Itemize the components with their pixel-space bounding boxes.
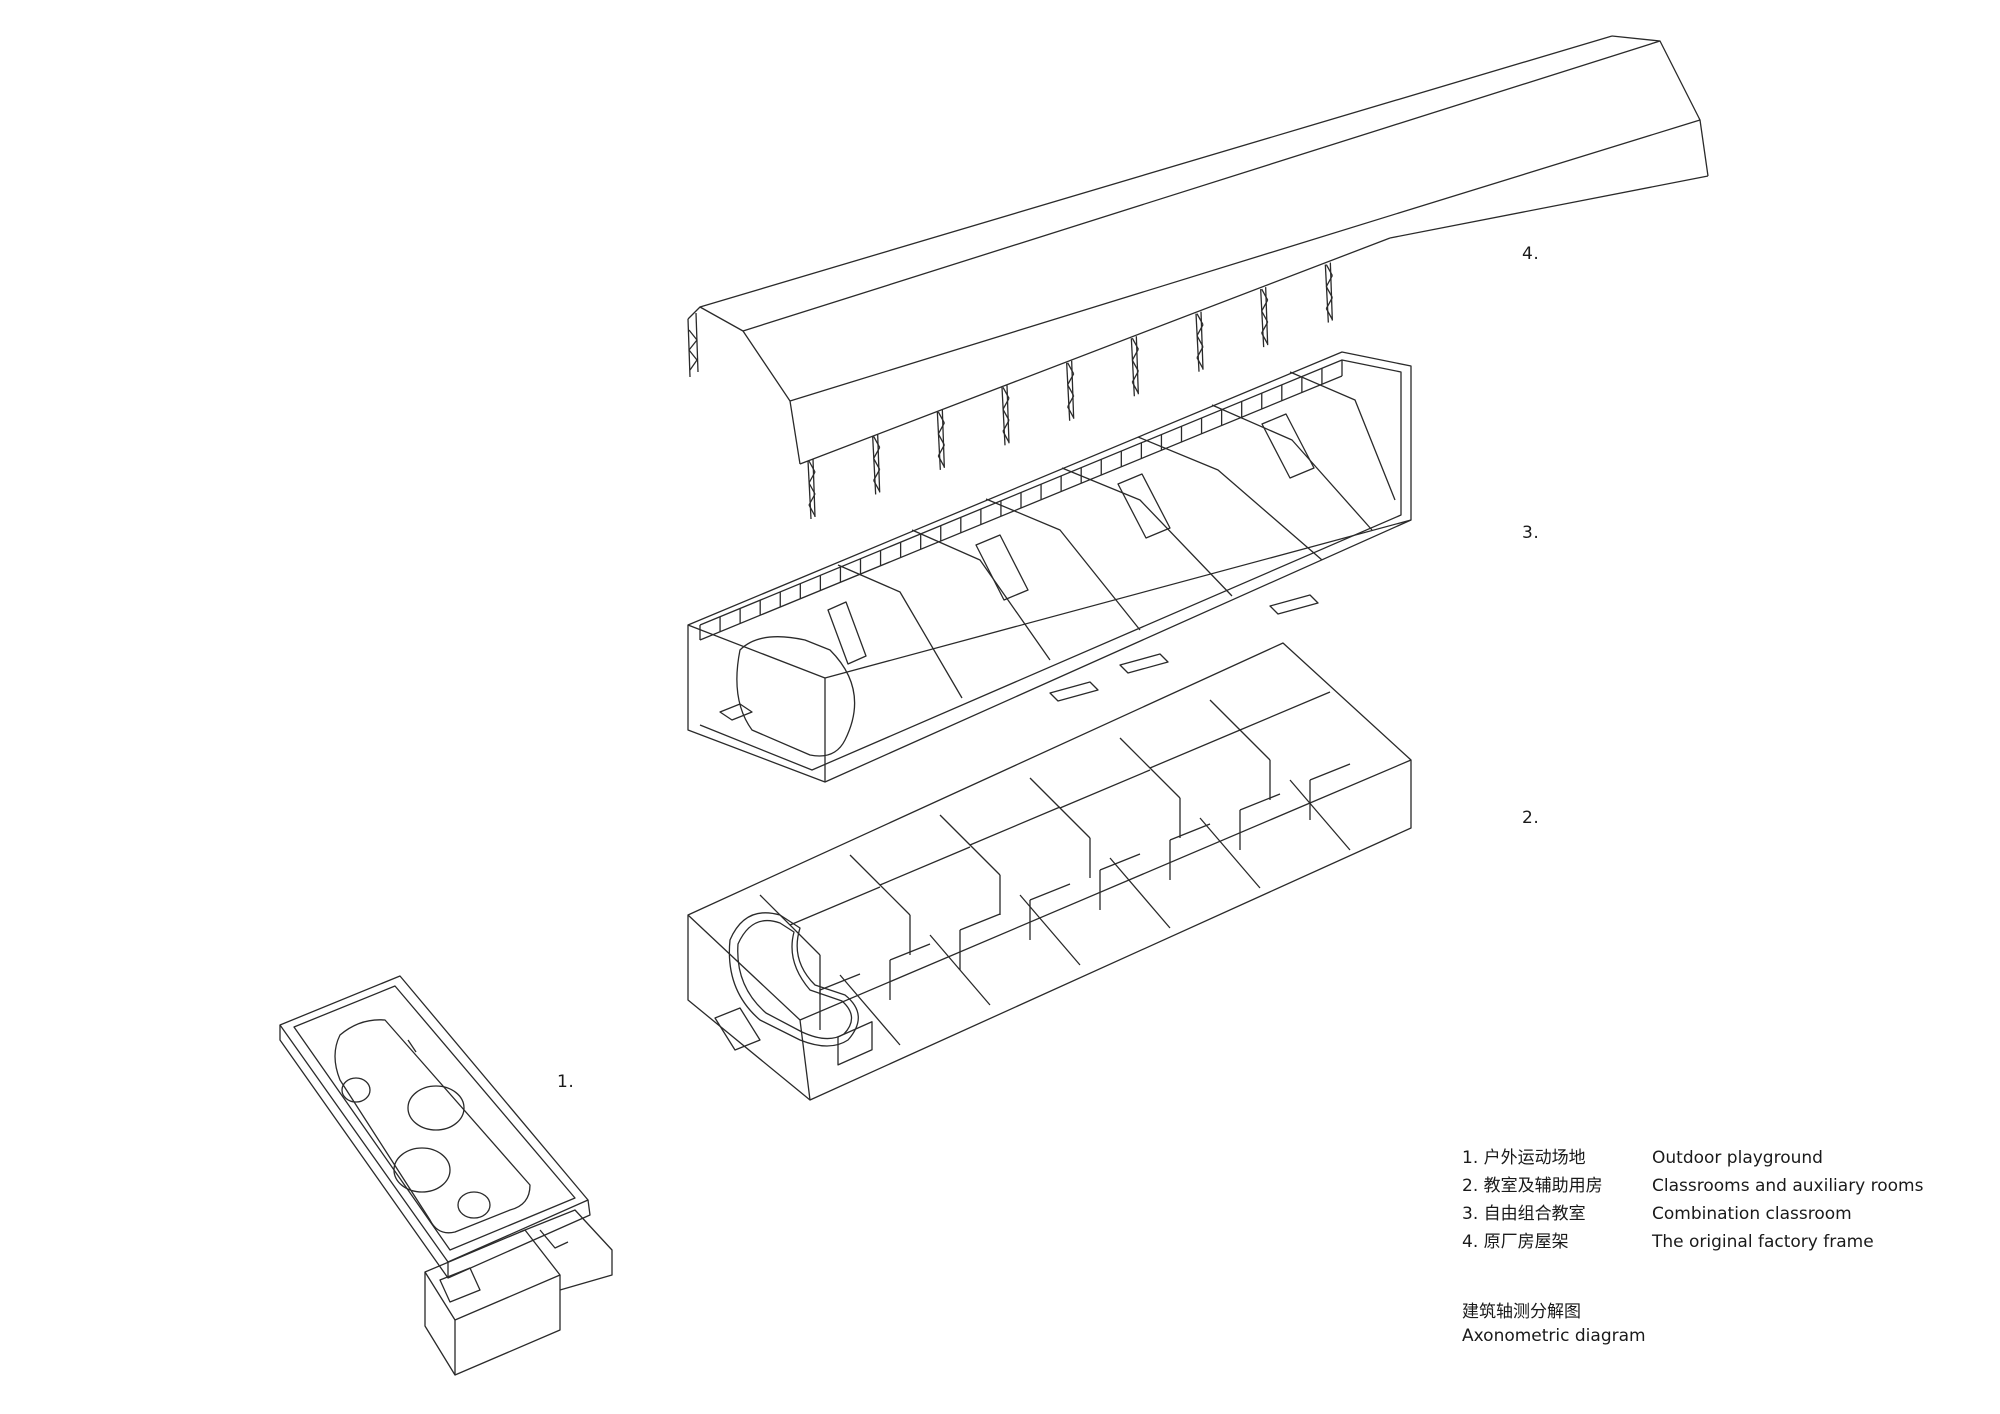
layer-classrooms [688,643,1411,1100]
diagram-caption: 建筑轴测分解图 Axonometric diagram [1462,1300,1646,1348]
caption-cn: 建筑轴测分解图 [1462,1302,1581,1322]
playground-field [335,1020,530,1233]
legend: 1. 户外运动场地 Outdoor playground 2. 教室及辅助用房 … [1462,1144,1923,1256]
caption-en: Axonometric diagram [1462,1326,1646,1346]
roof-end-right [1612,36,1708,176]
roof-column-truss [1002,385,1009,445]
legend-en: Classrooms and auxiliary rooms [1652,1176,1924,1196]
level3-furniture [828,414,1314,664]
level3-curved-wall [737,637,855,756]
roof-ridge [743,41,1660,331]
legend-row: 2. 教室及辅助用房 Classrooms and auxiliary room… [1462,1172,1923,1200]
level2-outer-wall [688,643,1411,1100]
legend-en: Combination classroom [1652,1204,1852,1224]
legend-cn: 3. 自由组合教室 [1462,1204,1586,1224]
roof-column-truss [937,410,944,470]
label-1: 1. [557,1072,575,1092]
legend-cn: 1. 户外运动场地 [1462,1148,1586,1168]
roof-column-truss [1196,312,1203,372]
layer-playground [280,976,612,1375]
playground-top [280,976,588,1262]
legend-row: 1. 户外运动场地 Outdoor playground [1462,1144,1923,1172]
layer-roof-frame [688,36,1708,519]
roof-column-truss [1261,287,1268,347]
playground-circle-3 [394,1148,450,1192]
legend-en: The original factory frame [1652,1232,1874,1252]
level3-base-strips [720,595,1318,720]
level2-partitions [760,692,1350,1045]
level2-entry-step [715,1008,760,1050]
roof-column-truss [1067,361,1074,421]
legend-en: Outdoor playground [1652,1148,1823,1168]
level3-window-strip [700,360,1342,640]
label-4: 4. [1522,244,1540,264]
legend-row: 3. 自由组合教室 Combination classroom [1462,1200,1923,1228]
playground-circle-2 [408,1086,464,1130]
legend-row: 4. 原厂房屋架 The original factory frame [1462,1228,1923,1256]
roof-column-truss [808,459,815,519]
playground-walls [280,1025,590,1278]
roof-column-trusses [808,263,1332,519]
roof-column-truss [1325,263,1332,323]
legend-cn: 2. 教室及辅助用房 [1462,1176,1603,1196]
label-2: 2. [1522,808,1540,828]
playground-circle-4 [458,1192,490,1218]
level2-front-windows [838,1022,872,1065]
roof-column-truss [873,434,880,494]
roof-truss-left [688,313,698,377]
level3-partitions [838,372,1395,698]
playground-circle-1 [342,1078,370,1102]
layer-combination-classroom [688,352,1411,782]
level2-curved-room [729,913,858,1046]
level3-outer-wall [688,352,1411,782]
label-3: 3. [1522,523,1540,543]
legend-cn: 4. 原厂房屋架 [1462,1232,1569,1252]
roof-column-truss [1131,336,1138,396]
roof-eave-front [800,238,1390,464]
roof-eave-back [700,36,1612,307]
